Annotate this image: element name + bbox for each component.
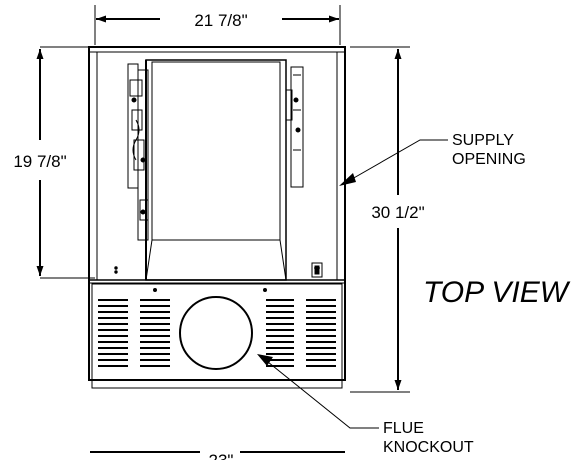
left-control-rail	[127, 63, 149, 241]
supply-label-line1: SUPPLY	[452, 132, 514, 149]
height-right-label: 30 1/2"	[371, 203, 424, 222]
dimension-width-top: 21 7/8"	[96, 11, 339, 30]
dimension-height-left: 19 7/8"	[13, 49, 67, 276]
height-left-label: 19 7/8"	[13, 152, 66, 171]
flue-label-line1: FLUE	[383, 420, 424, 437]
view-title: TOP VIEW	[423, 276, 571, 309]
width-bottom-label: 23"	[209, 451, 234, 460]
lower-panel	[91, 283, 343, 381]
right-control-rail	[285, 66, 304, 188]
flue-label-line2: KNOCKOUT	[383, 439, 474, 456]
dimension-height-right: 30 1/2"	[371, 49, 425, 390]
dimension-width-bottom: 23"	[90, 451, 345, 460]
extension-lines	[40, 5, 410, 393]
junction-box	[114, 262, 323, 278]
supply-opening-callout: SUPPLY OPENING	[339, 132, 526, 186]
supply-label-line2: OPENING	[452, 151, 526, 168]
width-top-label: 21 7/8"	[194, 11, 247, 30]
flue-knockout-callout: FLUE KNOCKOUT	[257, 354, 474, 456]
supply-opening-frame	[145, 59, 287, 281]
flue-knockout	[179, 296, 253, 370]
louver-vents	[98, 299, 336, 367]
